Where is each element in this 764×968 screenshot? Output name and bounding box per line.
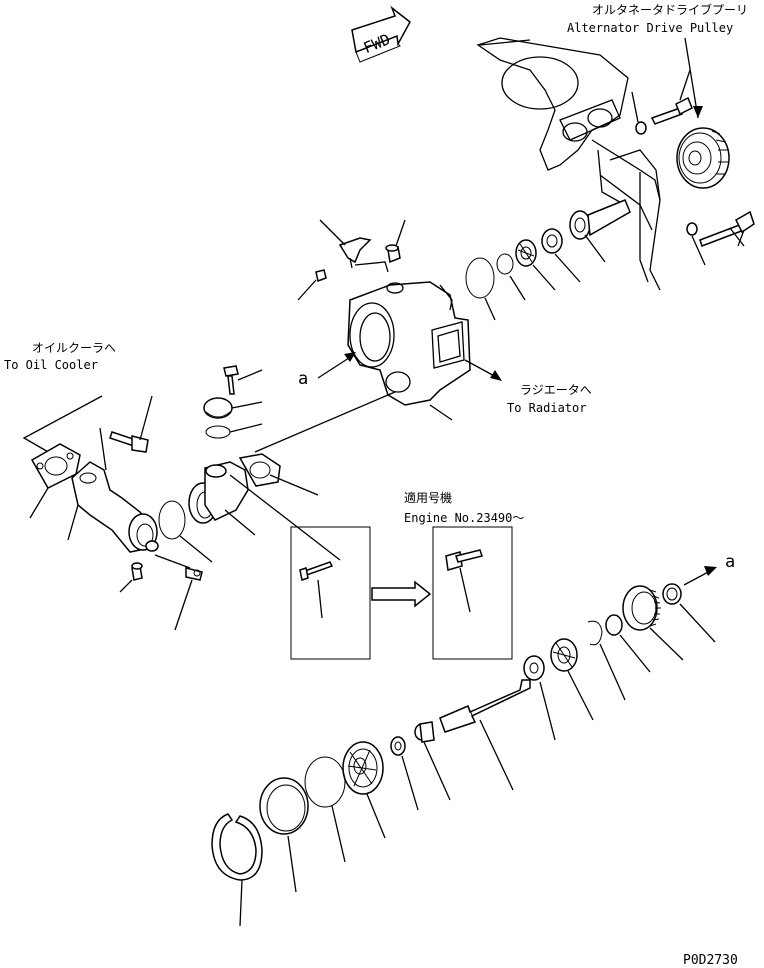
upper-o-ring [465,257,496,321]
elbow-bolt [109,395,153,453]
lower-bearing-1 [550,638,594,721]
lower-snap-ring-1 [587,620,626,701]
bracket-lines [354,261,389,273]
pulley-washer-lower [686,222,706,266]
radiator-label-en: To Radiator [507,401,586,415]
alternator-pulley [676,127,730,189]
fwd-arrow: FWD [351,5,411,63]
water-pipe-elbow [67,427,159,553]
drain-plug [119,562,143,593]
radiator-arrowhead [490,370,502,381]
upper-snap-ring [496,253,526,301]
connector-bolt [223,365,263,395]
pulley-washer-upper [631,91,647,135]
applicable-label-jp: 適用号機 [404,490,452,505]
plug-top [385,219,406,264]
upper-bearing-1 [541,228,581,283]
connector-body [188,461,256,536]
drive-gear [622,585,684,661]
elbow-fitting [154,554,203,631]
ref-a-left-leader [317,355,353,379]
connector-detail-leader [229,474,341,561]
radiator-label-jp: ラジエータへ [520,383,592,397]
shaft-end-collar [662,583,716,643]
left-gasket [29,443,81,519]
gear-washer [605,614,651,673]
water-pump-housing [347,281,471,421]
ref-a-left: a [298,369,308,389]
connector-cap [203,397,263,419]
oil-cooler-label-en: To Oil Cooler [4,358,98,372]
inset-arrow [371,580,432,608]
pulley-bolt-lower [699,210,755,247]
upper-bearing-2 [515,239,556,291]
alternator-leader [684,37,699,119]
flanged-hub [569,199,631,263]
oil-cooler-leader [22,395,103,454]
inset-box-before [290,526,371,660]
plug-left [297,269,327,301]
ref-a-right: a [725,552,735,572]
alternator-label-en: Alternator Drive Pulley [567,21,733,35]
engine-number-label: Engine No.23490～ [404,511,524,525]
alternator-arrowhead [693,106,703,118]
pulley-bolt-upper [650,69,693,125]
middle-o-ring [158,500,213,563]
inset-box-after [432,526,513,660]
impeller [342,741,386,839]
alternator-label-jp: オルタネータドライブプーリ [592,2,748,17]
impeller-o-ring [304,756,346,863]
housing-snap-ring [211,813,263,927]
seal-plate [259,777,309,893]
pump-shaft [439,679,531,791]
lower-washer [523,655,556,741]
connector-small-ring [205,423,263,439]
ref-a-right-arrowhead [704,566,717,576]
connector-gasket [238,391,396,496]
shaft-sleeve [414,721,451,801]
cylinder-block [476,37,661,291]
thermostat-sender [319,219,372,269]
seal-ring [390,736,419,811]
oil-cooler-label-jp: オイルクーラへ [32,341,116,355]
drawing-number: P0D2730 [683,953,738,968]
ref-a-left-arrowhead [344,352,356,362]
